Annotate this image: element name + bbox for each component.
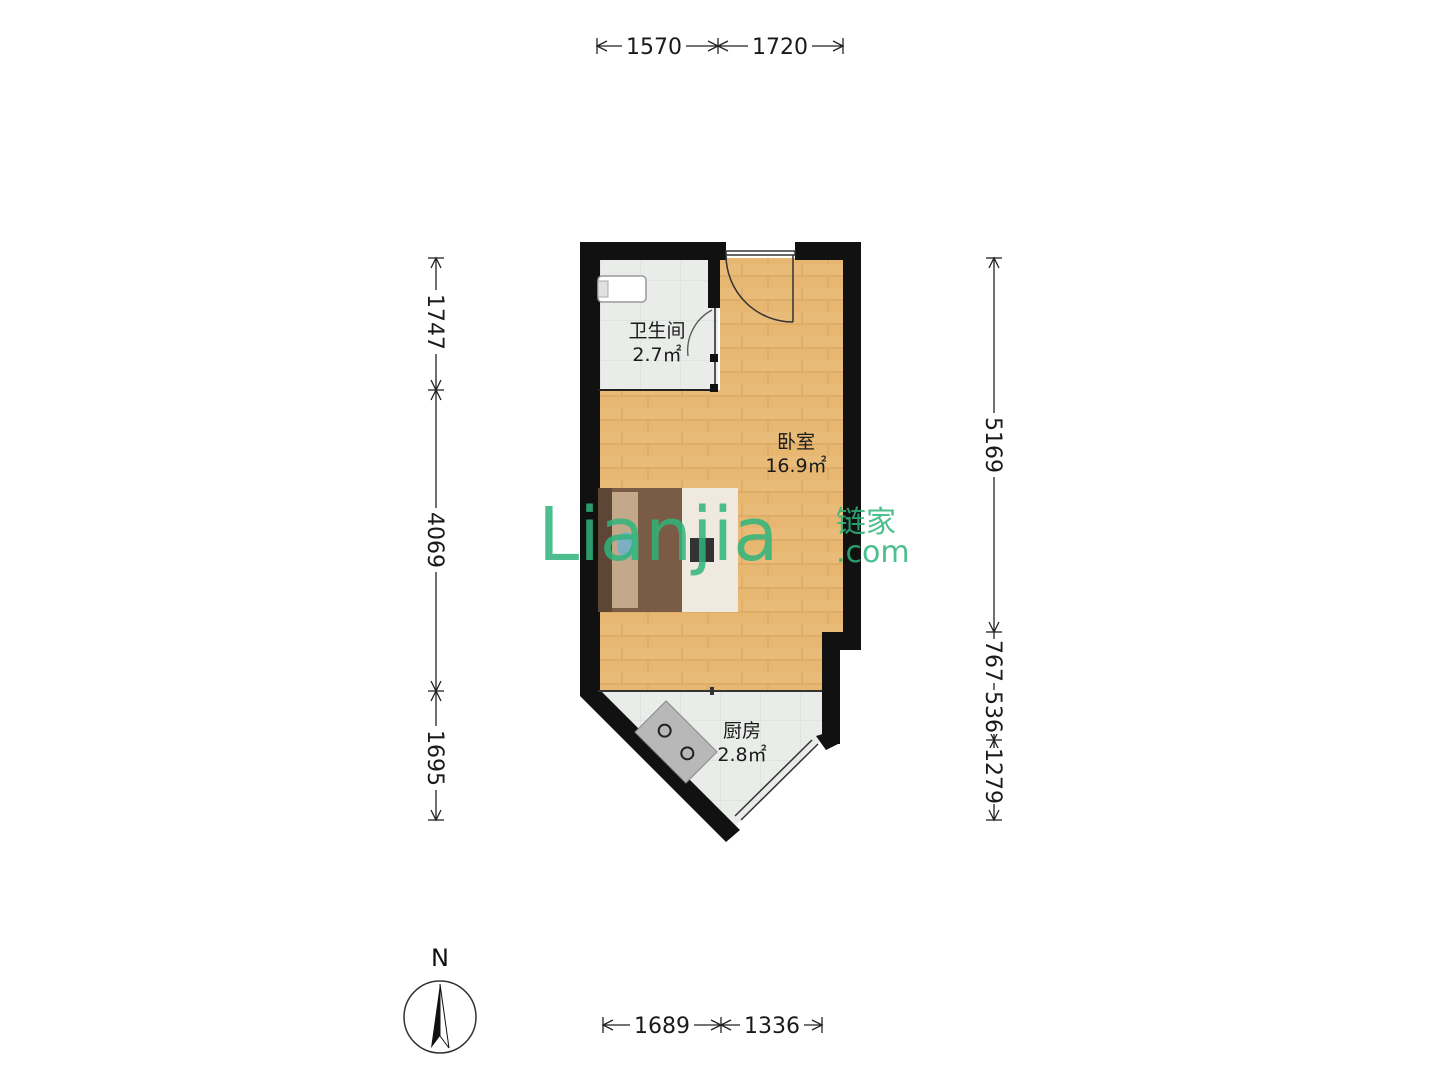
watermark-cn: 链家 [836,505,896,540]
bathroom-door-swing [687,309,713,357]
bathroom-door-post-top [710,354,718,362]
kitchen-name: 厨房 [723,720,761,742]
entry-door [725,250,796,323]
watermark-brand: Lianjia [538,492,779,578]
watermark: Lianjia 链家 .com [538,492,910,578]
dim-left-2: 4069 [422,512,447,568]
kitchen-window [734,739,819,821]
dim-right-2: 767 [980,640,1005,682]
dim-top-1: 1570 [626,35,682,60]
dim-top-2: 1720 [752,35,808,60]
dim-left-3: 1695 [422,730,447,786]
dim-bottom-1: 1689 [634,1014,690,1039]
bathroom-name: 卫生间 [628,320,685,342]
compass-circle [403,980,477,1054]
dim-right-3: 536 [980,691,1005,733]
dim-right-1: 5169 [980,417,1005,473]
kitchen-area: 2.8㎡ [717,743,766,766]
dim-right-4: 1279 [980,748,1005,804]
bedroom-area: 16.9㎡ [765,454,826,477]
toilet [597,275,647,303]
compass-label: N [431,944,449,972]
watermark-domain: .com [836,535,910,570]
compass: N [403,944,477,1054]
walls [580,242,861,842]
bedroom-name: 卧室 [777,431,815,453]
bed [598,488,738,612]
stove [634,700,718,784]
dim-bottom-2: 1336 [744,1014,800,1039]
dim-left-1: 1747 [422,294,447,350]
compass-needle-icon [431,984,440,1048]
bathroom-area: 2.7㎡ [632,343,681,366]
kitchen-partition-post [710,687,714,695]
compass-needle-shade-icon [439,983,450,1049]
bathroom-door-post-bottom [710,384,718,392]
